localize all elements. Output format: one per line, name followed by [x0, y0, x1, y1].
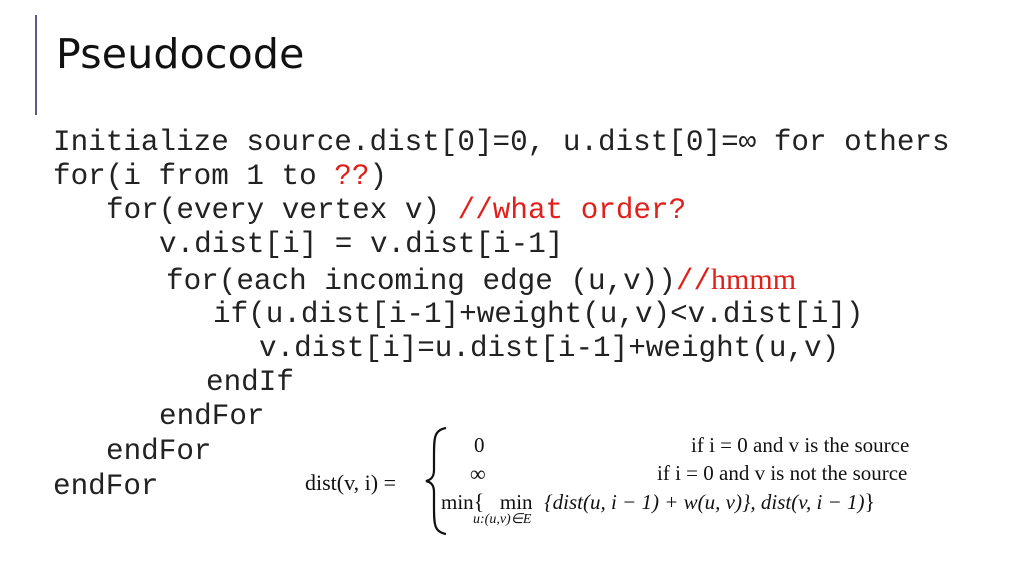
open-brace-icon: {: [473, 489, 485, 514]
term-prev-dist: , dist(v, i − 1): [750, 490, 865, 514]
code-comment-what-order: //what order?: [457, 194, 687, 227]
code-line-if: if(u.dist[i-1]+weight(u,v)<v.dist[i]): [213, 298, 864, 331]
code-text: ): [369, 160, 388, 193]
code-placeholder-red: ??: [334, 160, 370, 193]
code-line-endfor-inner: endFor: [159, 400, 265, 433]
left-brace-icon: [425, 426, 447, 536]
formula-lhs: dist(v, i) =: [305, 470, 397, 495]
code-line-initialize: Initialize source.dist[0]=0, u.dist[0]=∞…: [53, 126, 950, 159]
code-line-endif: endIf: [206, 366, 294, 399]
case-1-condition: if i = 0 and v is not the source: [657, 461, 908, 485]
code-comment-slashes: //: [675, 265, 712, 298]
case-0-value: 0: [474, 433, 485, 457]
close-brace-icon: }: [864, 489, 876, 514]
code-line-edge-for: for(each incoming edge (u,v))//hmmm: [166, 263, 797, 298]
term-edge-min: {dist(u, i − 1) + w(u, v)}: [544, 490, 751, 514]
code-line-vertex-for: for(every vertex v) //what order?: [106, 194, 686, 228]
title-accent-bar: [35, 15, 37, 115]
case-2-expression: min{min{dist(u, i − 1) + w(u, v)}, dist(…: [441, 489, 875, 515]
code-line-relax: v.dist[i]=u.dist[i-1]+weight(u,v): [259, 332, 840, 365]
code-text: for(i from 1 to: [53, 160, 335, 193]
code-line-endfor-outer: endFor: [53, 470, 159, 503]
case-0-condition: if i = 0 and v is the source: [691, 433, 910, 457]
code-text: for(each incoming edge (u,v)): [166, 265, 676, 298]
inner-min: min: [499, 490, 533, 514]
code-comment-hmmm: hmmm: [711, 263, 797, 296]
case-1-value: ∞: [470, 461, 486, 486]
slide-title: Pseudocode: [56, 30, 305, 78]
code-line-copy-dist: v.dist[i] = v.dist[i-1]: [159, 228, 564, 261]
outer-min: min: [441, 490, 474, 514]
min-subscript: u:(u,v)∈E: [473, 512, 532, 527]
code-line-endfor-middle: endFor: [106, 435, 212, 468]
code-text: for(every vertex v): [106, 194, 458, 227]
code-line-outer-for: for(i from 1 to ??): [53, 160, 387, 194]
